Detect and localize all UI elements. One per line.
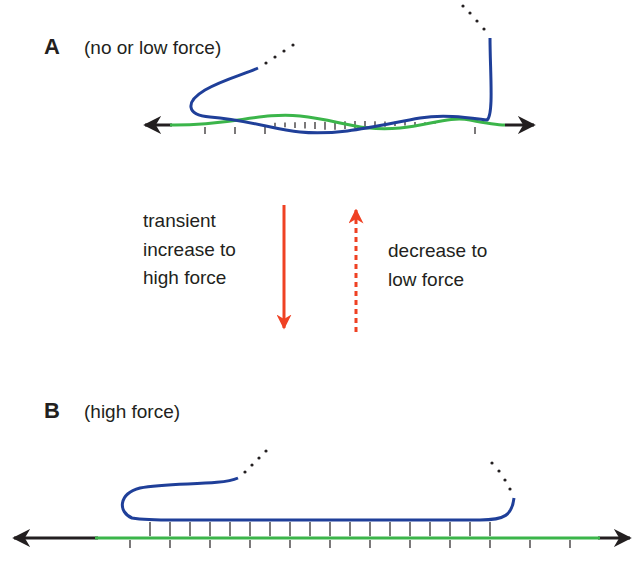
dots-a [264, 4, 485, 64]
transition-label: decrease to low force [388, 237, 518, 294]
condition-label: (no or low force) [84, 34, 221, 63]
transition-label: transient increase to high force [143, 207, 268, 293]
panel-letter: A [44, 30, 60, 63]
tick-marks-b [130, 540, 570, 548]
panel-letter: B [44, 394, 60, 427]
green-strand-b [95, 537, 600, 540]
base-pairs-b [150, 522, 490, 536]
decrease-arrow [355, 210, 358, 332]
dots-b [243, 449, 511, 490]
blue-strand-a [191, 38, 491, 133]
force-arrows-b [14, 537, 630, 540]
condition-label: (high force) [84, 398, 180, 427]
blue-strand-b [122, 478, 514, 520]
increase-arrow [283, 205, 286, 328]
